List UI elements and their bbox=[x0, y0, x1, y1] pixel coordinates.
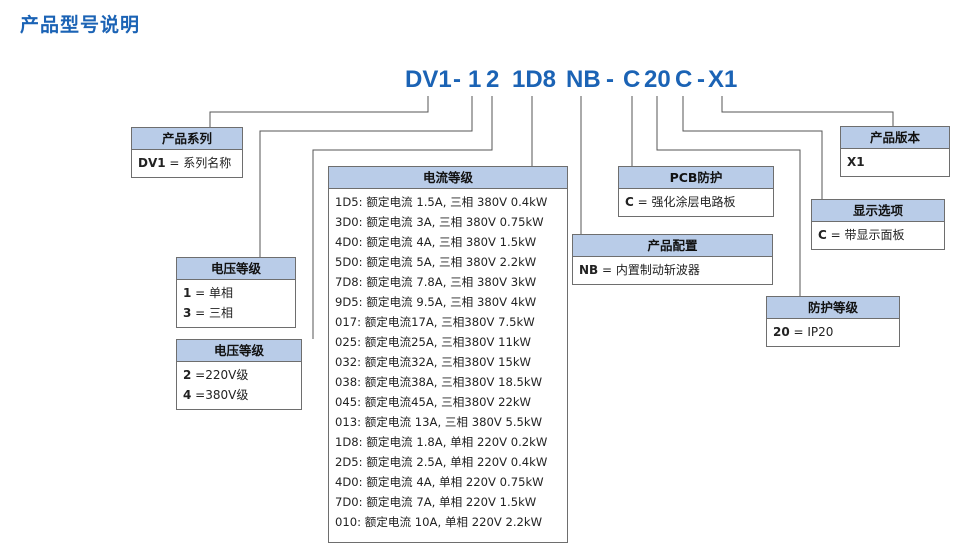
protection-desc: = IP20 bbox=[789, 325, 834, 339]
code-current: 1D8 bbox=[512, 66, 557, 93]
version-box-title: 产品版本 bbox=[841, 127, 949, 149]
display-row: C = 带显示面板 bbox=[818, 225, 938, 245]
protection-box-title: 防护等级 bbox=[767, 297, 899, 319]
code-voltage-level: 2 bbox=[486, 66, 500, 93]
display-box: 显示选项 C = 带显示面板 bbox=[811, 199, 945, 250]
current-row: 9D5: 额定电流 9.5A, 三相 380V 4kW bbox=[335, 295, 537, 309]
version-box: 产品版本 X1 bbox=[840, 126, 950, 177]
voltage-level-row: 4 =380V级 bbox=[183, 385, 295, 405]
code-pcb: C bbox=[623, 66, 641, 93]
current-row: 025: 额定电流25A, 三相380V 11kW bbox=[335, 335, 532, 349]
connector-voltage-level bbox=[312, 96, 493, 339]
voltage-phase-row: 1 = 单相 bbox=[183, 283, 289, 303]
current-row: 2D5: 额定电流 2.5A, 单相 220V 0.4kW bbox=[335, 455, 548, 469]
connector-version bbox=[721, 96, 894, 126]
config-row: NB = 内置制动斩波器 bbox=[579, 260, 766, 280]
pcb-code: C bbox=[625, 195, 634, 209]
code-display: C bbox=[675, 66, 693, 93]
series-code: DV1 bbox=[138, 156, 166, 170]
series-box: 产品系列 DV1 = 系列名称 bbox=[131, 127, 243, 178]
voltage-phase-box: 电压等级 1 = 单相 3 = 三相 bbox=[176, 257, 296, 328]
display-code: C bbox=[818, 228, 827, 242]
voltage-phase-code: 3 bbox=[183, 306, 192, 320]
config-box: 产品配置 NB = 内置制动斩波器 bbox=[572, 234, 773, 285]
current-row: 032: 额定电流32A, 三相380V 15kW bbox=[335, 355, 532, 369]
pcb-desc: = 强化涂层电路板 bbox=[633, 195, 736, 209]
voltage-level-box-title: 电压等级 bbox=[177, 340, 301, 362]
current-row: 038: 额定电流38A, 三相380V 18.5kW bbox=[335, 375, 543, 389]
connector-protection bbox=[656, 96, 801, 296]
voltage-phase-code: 1 bbox=[183, 286, 192, 300]
current-row: 4D0: 额定电流 4A, 单相 220V 0.75kW bbox=[335, 475, 544, 489]
current-row: 010: 额定电流 10A, 单相 220V 2.2kW bbox=[335, 515, 543, 529]
protection-row: 20 = IP20 bbox=[773, 322, 893, 342]
current-row: 7D8: 额定电流 7.8A, 三相 380V 3kW bbox=[335, 275, 537, 289]
display-box-title: 显示选项 bbox=[812, 200, 944, 222]
version-row: X1 bbox=[847, 152, 943, 172]
code-dash-2: - bbox=[606, 66, 614, 93]
voltage-phase-desc: = 单相 bbox=[191, 286, 234, 300]
current-row: 5D0: 额定电流 5A, 三相 380V 2.2kW bbox=[335, 255, 537, 269]
current-row: 7D0: 额定电流 7A, 单相 220V 1.5kW bbox=[335, 495, 537, 509]
current-row: 3D0: 额定电流 3A, 三相 380V 0.75kW bbox=[335, 215, 544, 229]
connector-display bbox=[682, 96, 823, 199]
current-row: 4D0: 额定电流 4A, 三相 380V 1.5kW bbox=[335, 235, 537, 249]
current-row: 017: 额定电流17A, 三相380V 7.5kW bbox=[335, 315, 535, 329]
code-dash-1: - bbox=[453, 66, 461, 93]
voltage-phase-desc: = 三相 bbox=[191, 306, 234, 320]
current-row: 045: 额定电流45A, 三相380V 22kW bbox=[335, 395, 532, 409]
code-voltage-phase: 1 bbox=[468, 66, 482, 93]
version-code: X1 bbox=[847, 155, 865, 169]
protection-box: 防护等级 20 = IP20 bbox=[766, 296, 900, 347]
code-protection: 20 bbox=[644, 66, 671, 93]
code-series: DV1 bbox=[405, 66, 452, 93]
connector-series bbox=[209, 96, 429, 127]
pcb-row: C = 强化涂层电路板 bbox=[625, 192, 767, 212]
current-box: 电流等级 1D5: 额定电流 1.5A, 三相 380V 0.4kW 3D0: … bbox=[328, 166, 568, 543]
series-desc: = 系列名称 bbox=[165, 156, 232, 170]
page-title: 产品型号说明 bbox=[20, 14, 141, 36]
voltage-level-code: 4 bbox=[183, 388, 192, 402]
config-code: NB bbox=[579, 263, 599, 277]
voltage-level-row: 2 =220V级 bbox=[183, 365, 295, 385]
code-config: NB bbox=[566, 66, 601, 93]
voltage-level-box: 电压等级 2 =220V级 4 =380V级 bbox=[176, 339, 302, 410]
display-desc: = 带显示面板 bbox=[826, 228, 905, 242]
series-box-title: 产品系列 bbox=[132, 128, 242, 150]
config-desc: = 内置制动斩波器 bbox=[598, 263, 700, 277]
protection-code: 20 bbox=[773, 325, 790, 339]
current-row: 1D8: 额定电流 1.8A, 单相 220V 0.2kW bbox=[335, 435, 548, 449]
voltage-level-desc: =220V级 bbox=[191, 368, 249, 382]
voltage-level-desc: =380V级 bbox=[191, 388, 249, 402]
voltage-phase-row: 3 = 三相 bbox=[183, 303, 289, 323]
config-box-title: 产品配置 bbox=[573, 235, 772, 257]
current-row: 1D5: 额定电流 1.5A, 三相 380V 0.4kW bbox=[335, 195, 548, 209]
current-row: 013: 额定电流 13A, 三相 380V 5.5kW bbox=[335, 415, 543, 429]
series-row: DV1 = 系列名称 bbox=[138, 153, 236, 173]
current-box-title: 电流等级 bbox=[329, 167, 567, 189]
connector-voltage-phase bbox=[259, 96, 473, 257]
pcb-box-title: PCB防护 bbox=[619, 167, 773, 189]
code-dash-3: - bbox=[697, 66, 705, 93]
voltage-phase-box-title: 电压等级 bbox=[177, 258, 295, 280]
voltage-level-code: 2 bbox=[183, 368, 192, 382]
pcb-box: PCB防护 C = 强化涂层电路板 bbox=[618, 166, 774, 217]
code-version: X1 bbox=[708, 66, 738, 93]
